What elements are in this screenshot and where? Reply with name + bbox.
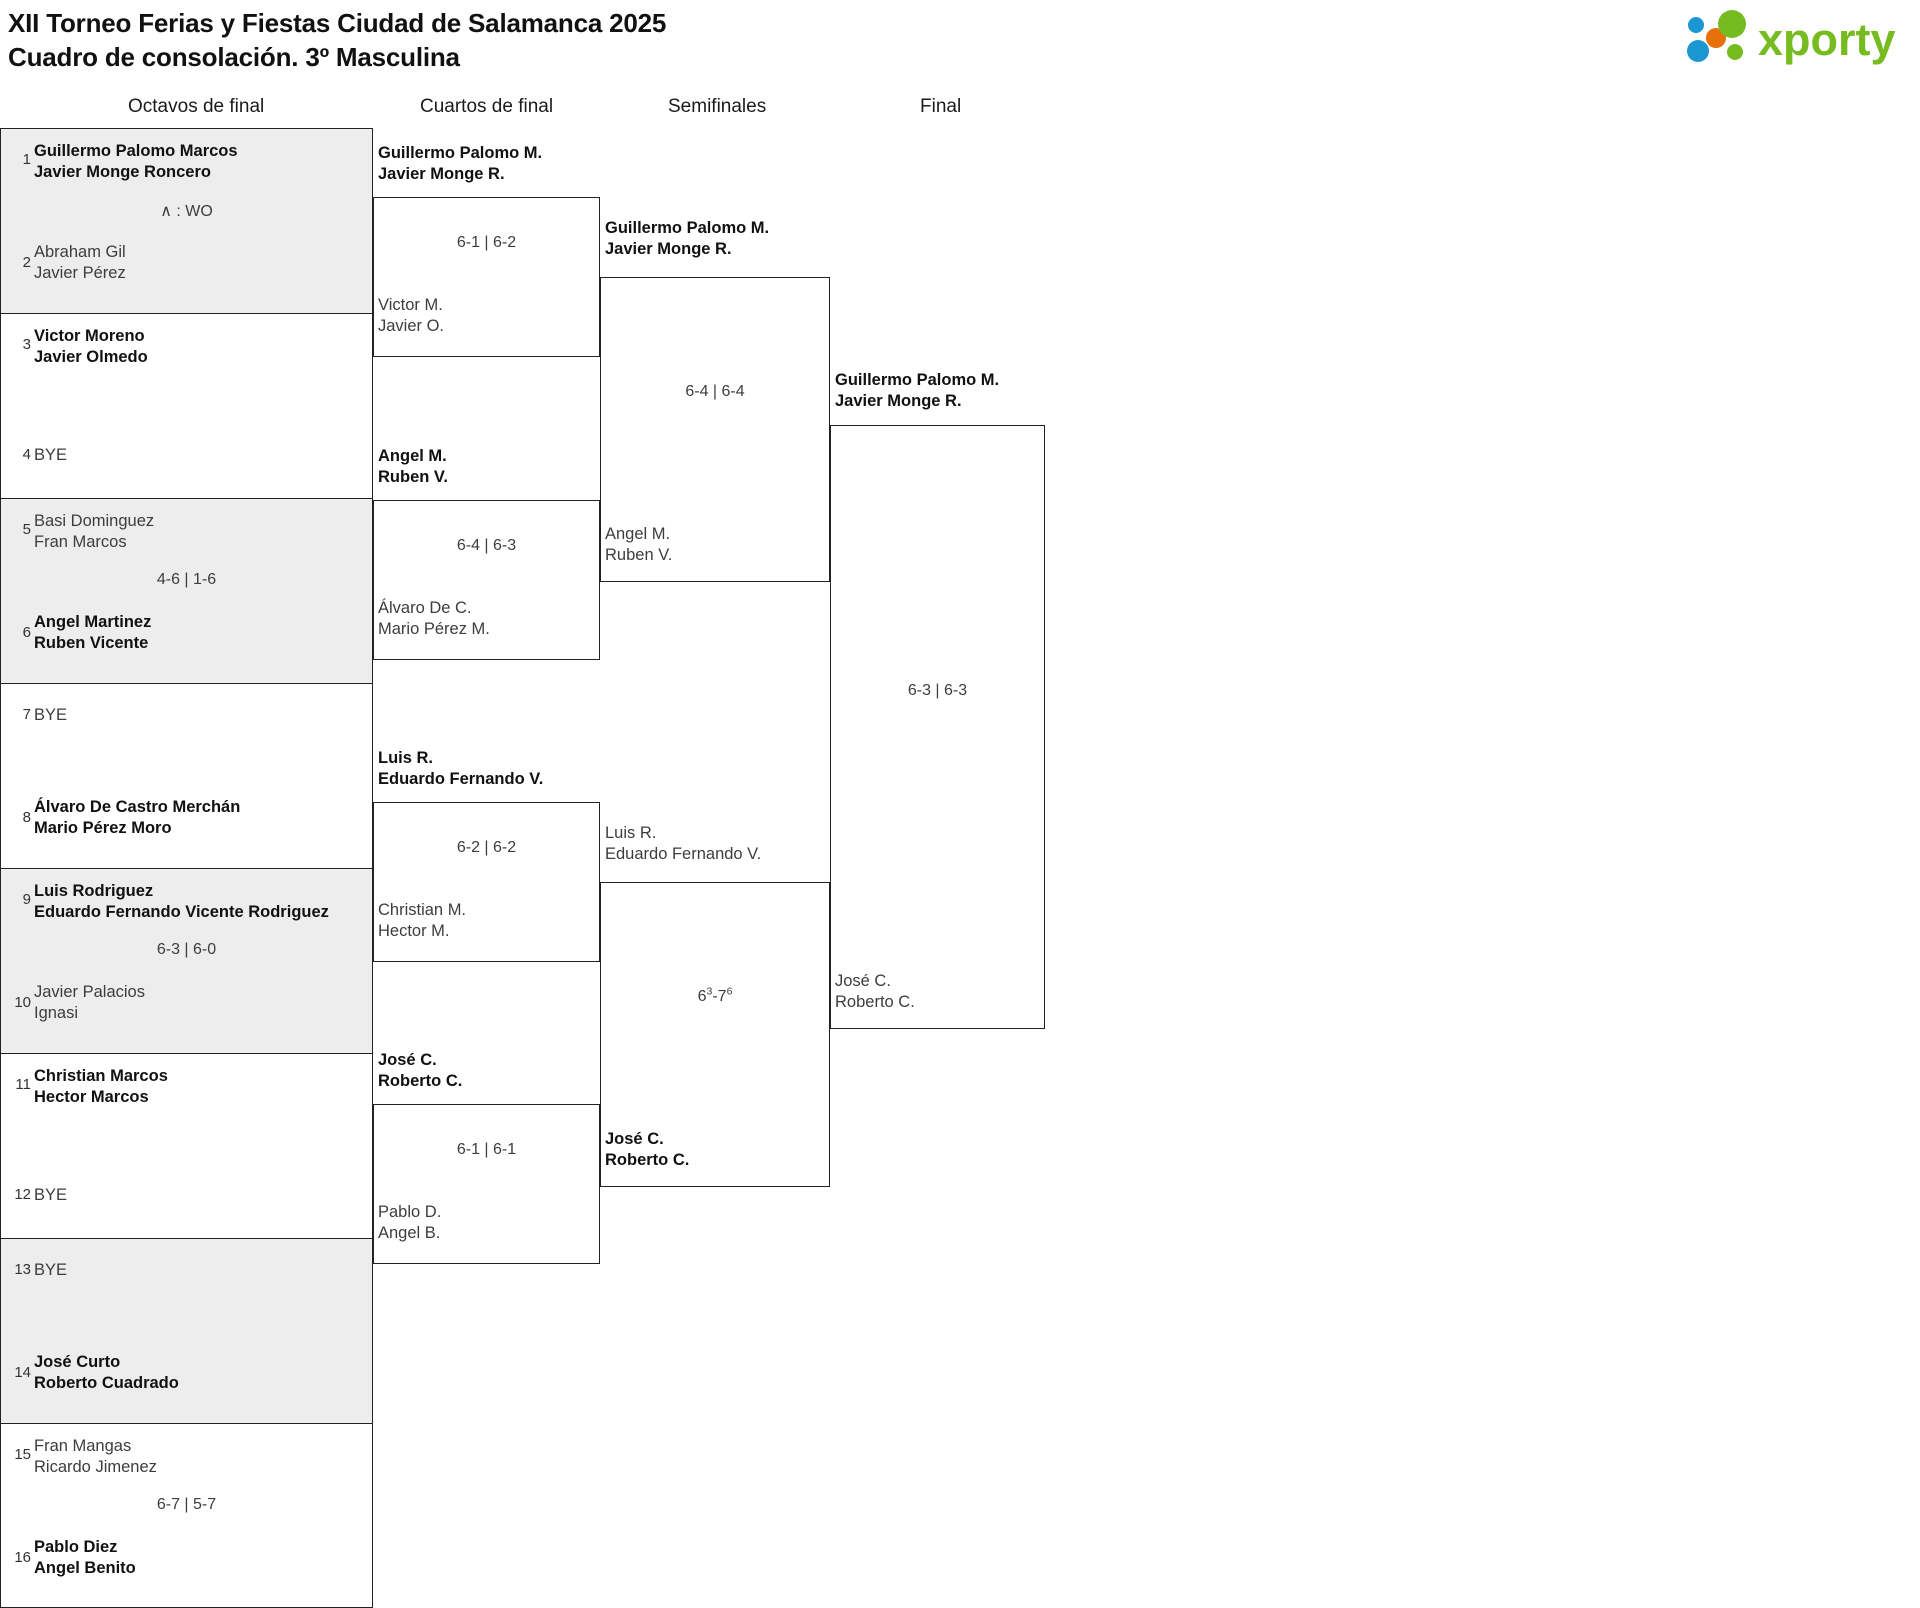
seed-number: 14	[14, 1364, 31, 1381]
match-score: ∧ : WO	[160, 203, 213, 220]
match-score: 4-6 | 1-6	[156, 571, 217, 588]
qf-winner-name: Angel M. Ruben V.	[378, 447, 448, 487]
qf-connector-1	[373, 197, 600, 357]
qf-loser-name: Álvaro De C. Mario Pérez M.	[378, 599, 490, 639]
seed-number: 11	[15, 1076, 31, 1093]
r1-match-7[interactable]: 13 BYE 14 José Curto Roberto Cuadrado	[0, 1238, 373, 1423]
round-heading-octavos: Octavos de final	[128, 96, 265, 117]
player-entry: José Curto Roberto Cuadrado	[34, 1353, 179, 1393]
seed-number: 16	[14, 1549, 31, 1566]
match-score: 6-7 | 5-7	[156, 1496, 217, 1513]
qf-connector-4	[373, 1104, 600, 1264]
qf-score-1: 6-1 | 6-2	[456, 234, 517, 251]
qf-winner-name: José C. Roberto C.	[378, 1051, 463, 1091]
qf-score-4: 6-1 | 6-1	[456, 1141, 517, 1158]
seed-number: 7	[22, 706, 31, 723]
player-entry: Pablo Diez Angel Benito	[34, 1538, 136, 1578]
final-score: 6-3 | 6-3	[907, 682, 968, 699]
seed-number: 5	[22, 521, 31, 538]
r1-match-6[interactable]: 11 Christian Marcos Hector Marcos 12 BYE	[0, 1053, 373, 1238]
qf-connector-2	[373, 500, 600, 660]
page-title: XII Torneo Ferias y Fiestas Ciudad de Sa…	[8, 6, 1108, 75]
r1-match-5[interactable]: 9 Luis Rodriguez Eduardo Fernando Vicent…	[0, 868, 373, 1053]
seed-number: 4	[22, 446, 31, 463]
player-entry: Victor Moreno Javier Olmedo	[34, 327, 148, 367]
r1-match-2[interactable]: 3 Victor Moreno Javier Olmedo 4 BYE	[0, 313, 373, 498]
sf-loser-name: Angel M. Ruben V.	[605, 525, 673, 565]
r1-match-1[interactable]: 1 Guillermo Palomo Marcos Javier Monge R…	[0, 128, 373, 313]
player-entry: Javier Palacios Ignasi	[34, 983, 145, 1023]
bye-label: BYE	[34, 706, 68, 724]
player-entry: Fran Mangas Ricardo Jimenez	[34, 1437, 157, 1477]
sf-score-2: 63-76	[697, 985, 733, 1005]
sf-loser-name: Luis R. Eduardo Fernando V.	[605, 824, 762, 864]
bye-label: BYE	[34, 1186, 68, 1204]
qf-loser-name: Victor M. Javier O.	[378, 296, 445, 336]
seed-number: 1	[22, 151, 31, 168]
qf-loser-name: Pablo D. Angel B.	[378, 1203, 442, 1243]
final-winner-name: Guillermo Palomo M. Javier Monge R.	[835, 371, 1000, 411]
qf-connector-3	[373, 802, 600, 962]
r1-match-3[interactable]: 5 Basi Dominguez Fran Marcos 4-6 | 1-6 6…	[0, 498, 373, 683]
seed-number: 12	[14, 1186, 31, 1203]
qf-winner-name: Luis R. Eduardo Fernando V.	[378, 749, 544, 789]
round-heading-final: Final	[920, 96, 962, 117]
final-runnerup-name: José C. Roberto C.	[835, 972, 915, 1012]
bye-label: BYE	[34, 446, 68, 464]
seed-number: 9	[22, 891, 31, 908]
title-line-2: Cuadro de consolación. 3º Masculina	[8, 42, 460, 73]
player-entry: Guillermo Palomo Marcos Javier Monge Ron…	[34, 142, 238, 182]
seed-number: 6	[22, 624, 31, 641]
bye-label: BYE	[34, 1261, 68, 1279]
match-score: 6-3 | 6-0	[156, 941, 217, 958]
sf-connector-1	[600, 277, 830, 582]
sf-connector-2	[600, 882, 830, 1187]
player-entry: Abraham Gil Javier Pérez	[34, 243, 126, 283]
round-heading-cuartos: Cuartos de final	[420, 96, 554, 117]
seed-number: 15	[14, 1446, 31, 1463]
seed-number: 8	[22, 809, 31, 826]
qf-score-3: 6-2 | 6-2	[456, 839, 517, 856]
xporty-logo[interactable]: xporty	[1682, 8, 1902, 70]
player-entry: Basi Dominguez Fran Marcos	[34, 512, 155, 552]
player-entry: Álvaro De Castro Merchán Mario Pérez Mor…	[34, 798, 241, 838]
sf-score-1: 6-4 | 6-4	[685, 383, 745, 400]
qf-winner-name: Guillermo Palomo M. Javier Monge R.	[378, 144, 543, 184]
player-entry: Luis Rodriguez Eduardo Fernando Vicente …	[34, 882, 329, 922]
r1-match-4[interactable]: 7 BYE 8 Álvaro De Castro Merchán Mario P…	[0, 683, 373, 868]
player-entry: Angel Martinez Ruben Vicente	[34, 613, 152, 653]
round-heading-semifinales: Semifinales	[668, 96, 767, 117]
sf-winner-name: Guillermo Palomo M. Javier Monge R.	[605, 219, 770, 259]
seed-number: 2	[22, 254, 31, 271]
title-line-1: XII Torneo Ferias y Fiestas Ciudad de Sa…	[8, 8, 667, 38]
r1-match-8[interactable]: 15 Fran Mangas Ricardo Jimenez 6-7 | 5-7…	[0, 1423, 373, 1608]
qf-score-2: 6-4 | 6-3	[456, 537, 517, 554]
final-connector	[830, 425, 1045, 1029]
player-entry: Christian Marcos Hector Marcos	[34, 1067, 168, 1107]
svg-text:xporty: xporty	[1758, 14, 1896, 65]
qf-loser-name: Christian M. Hector M.	[378, 901, 467, 941]
seed-number: 3	[22, 336, 31, 353]
seed-number: 10	[14, 994, 31, 1011]
sf-winner-name: José C. Roberto C.	[605, 1130, 690, 1170]
seed-number: 13	[14, 1261, 31, 1278]
